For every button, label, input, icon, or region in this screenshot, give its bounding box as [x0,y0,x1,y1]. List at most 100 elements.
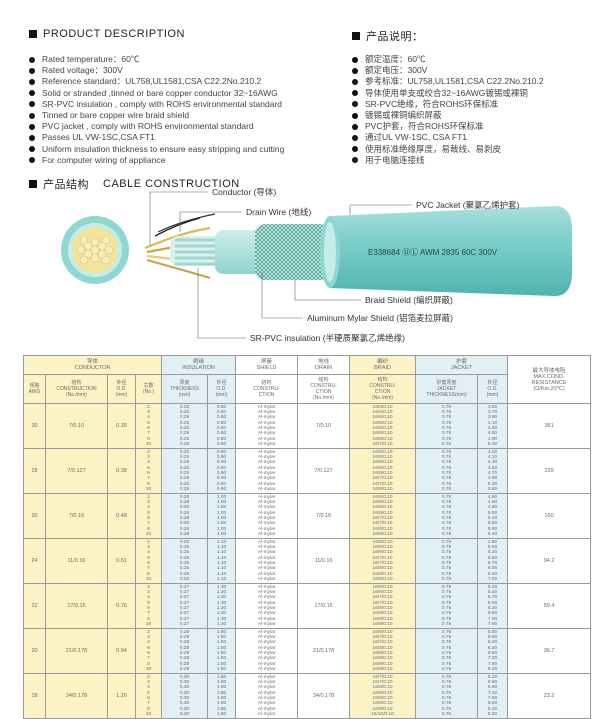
bullet-dot-icon [352,146,358,153]
spec-text: 额定温度：60℃ [365,54,426,64]
cell-value: 11/0.16 [67,558,86,564]
cell-value: 18 [31,693,38,699]
spec-text: 镀锡或裸铜编织屏蔽 [365,110,442,121]
spec-text: 导体使用单支或绞合32~16AWG镀锡或裸铜 [365,87,528,98]
square-bullet-icon [29,180,37,188]
spec-list-item: SR-PVC insulation , comply with ROHS env… [29,99,284,110]
spec-text: SR-PVC绝缘，符合ROHS环保标准 [365,98,499,109]
callout-conductor: Conductor (导体) [212,187,277,197]
spec-text: Rated temperature：60℃ [42,54,140,64]
cell-res: 150 [507,493,592,539]
square-bullet-icon [29,30,37,38]
cell-awg: 24 [23,538,46,584]
cell-drain: 11/0.16 [297,538,351,584]
cell-value: 30 [31,423,38,429]
cell-od: 0.76 [107,583,136,629]
callout-braid-shield: Braid Shield (编织屏蔽) [365,295,453,305]
bullet-dot-icon [29,112,35,119]
spec-text: Rated voltage：300V [42,65,123,76]
spec-list-item: For computer wiring of appliance [29,155,284,166]
cell-value: 7/0.16 [315,513,332,519]
bullet-dot-icon [29,90,35,97]
spec-text: Uniform insulation thickness to ensure e… [42,143,285,154]
spec-list-item: Rated voltage：300V [29,65,284,76]
cell-drain: 7/0.127 [297,448,351,494]
spec-list-item: 镀锡或裸铜编织屏蔽 [352,110,544,121]
spec-text: Reference standard：UL758,UL1581,CSA C22.… [42,76,262,87]
cell-drain: 17/0.16 [297,583,351,629]
spec-text: PVC jacket , comply with ROHS environmen… [42,121,254,132]
spec-text: 参考标准：UL758,UL1581,CSA C22.2No.210.2 [365,76,544,87]
spec-text: SR-PVC insulation , comply with ROHS env… [42,98,282,109]
cell-od: 0.38 [107,448,136,494]
spec-text: 用于电脑连接线 [365,154,425,165]
cell-value: 0.61 [116,558,127,564]
spec-list-item: 通过UL VW-1SC, CSA FT1 [352,132,544,143]
cable-print-marking: E338684 ⓊⓁ AWM 2835 60C 300V [368,248,498,257]
spec-list-item: 额定温度：60℃ [352,54,544,65]
spec-list-item: Rated temperature：60℃ [29,54,284,65]
spec-list-item: Tinned or bare copper wire braid shield [29,110,284,121]
cell-value: 7/0.10 [68,423,85,429]
callout-pvc-jacket: PVC Jacket (聚氯乙烯护套) [416,200,520,210]
cell-drain: 34/0.178 [297,673,351,719]
bullet-dot-icon [29,123,35,130]
product-description-title: PRODUCT DESCRIPTION [29,28,185,40]
leader-lines [149,191,412,339]
bullet-dot-icon [29,101,35,108]
cell-value: 26 [31,513,38,519]
cell-value: 0.38 [116,468,127,474]
cell-value: 7/0.10 [315,423,332,429]
cell-value: 11/0.16 [314,558,333,564]
cell-value: 21/0.178 [312,648,335,654]
spec-list-item: PVC jacket , comply with ROHS environmen… [29,121,284,132]
